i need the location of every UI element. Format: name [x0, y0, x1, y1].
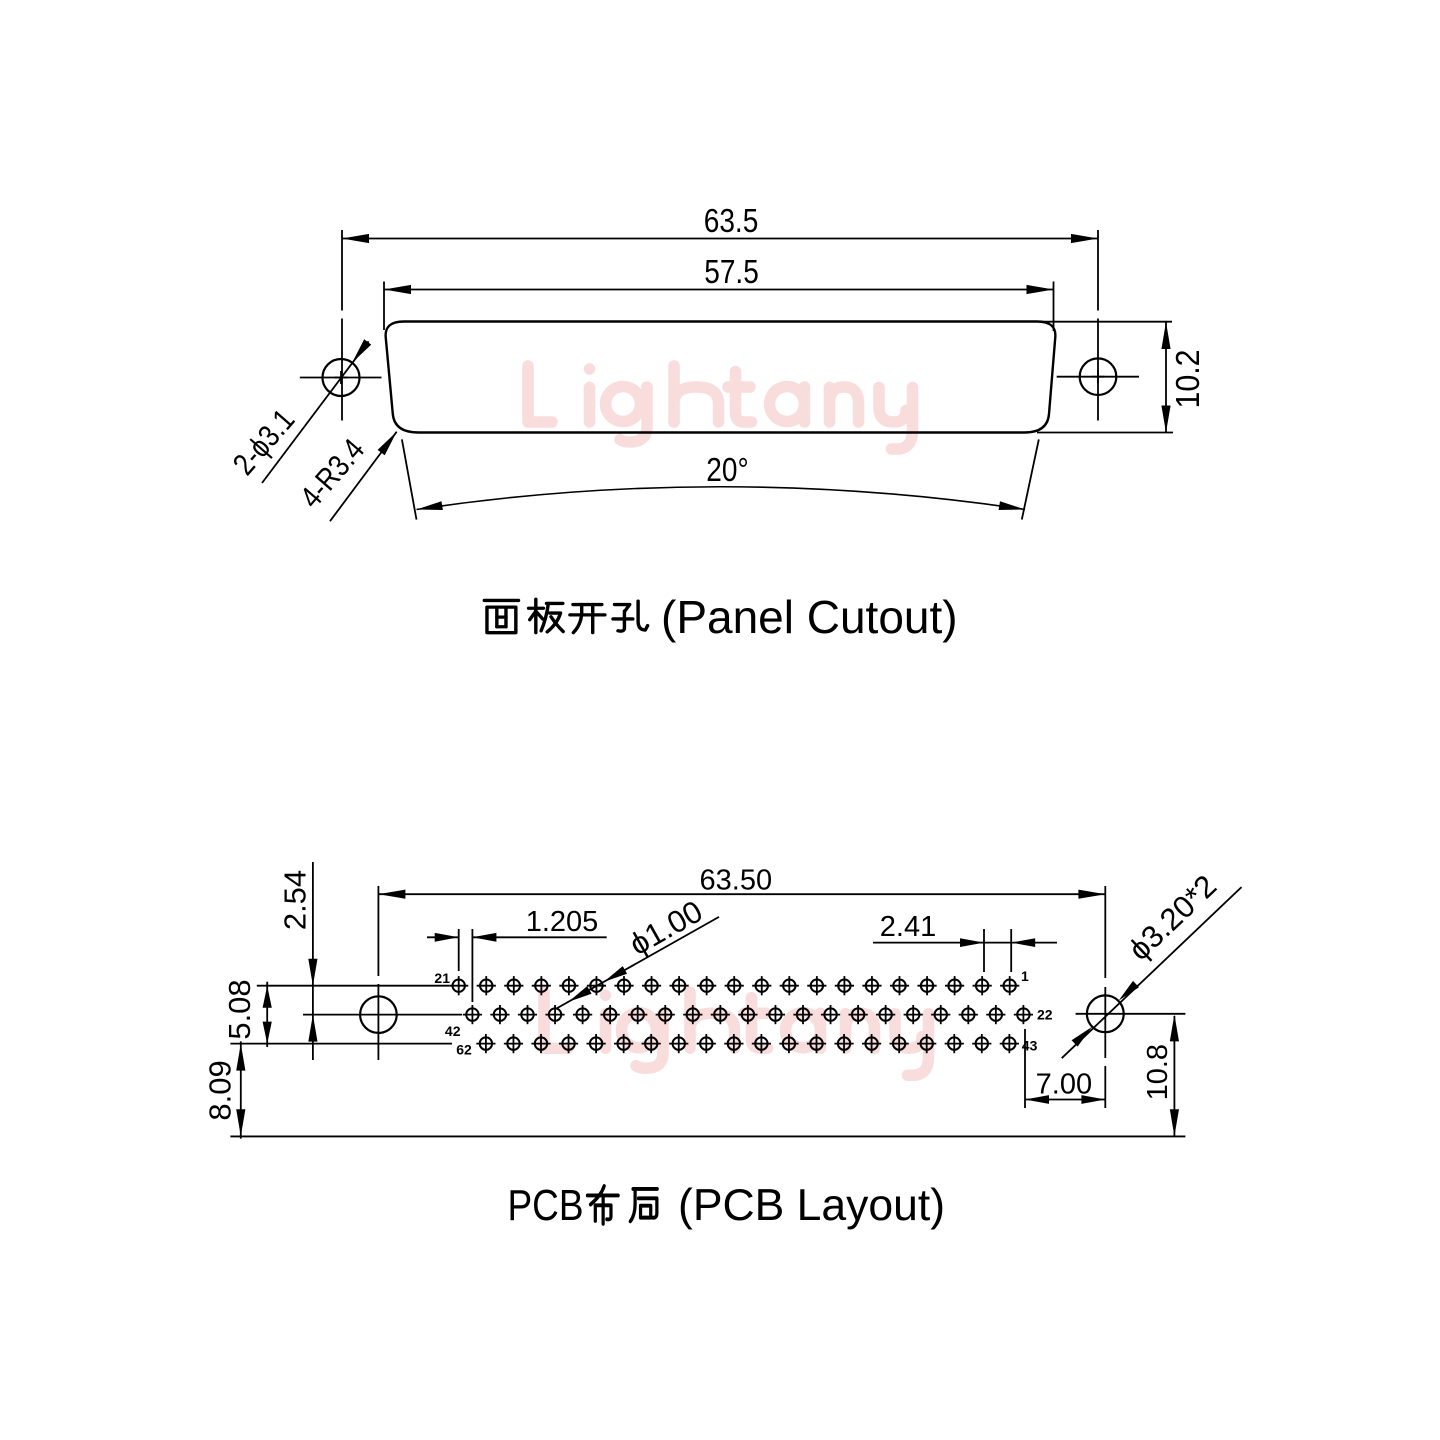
svg-text:2.41: 2.41 — [880, 911, 936, 943]
svg-text:(Panel Cutout): (Panel Cutout) — [661, 591, 958, 643]
svg-text:8.09: 8.09 — [202, 1060, 237, 1120]
svg-text:5.08: 5.08 — [222, 979, 257, 1039]
svg-text:63.50: 63.50 — [700, 865, 773, 897]
svg-text:1.205: 1.205 — [526, 906, 599, 938]
svg-text:63.5: 63.5 — [704, 203, 759, 240]
svg-text:20°: 20° — [706, 452, 748, 489]
svg-text:1: 1 — [1021, 968, 1029, 984]
svg-text:42: 42 — [445, 1023, 461, 1039]
svg-text:62: 62 — [456, 1042, 472, 1058]
svg-text:2.54: 2.54 — [278, 870, 313, 930]
svg-text:10.8: 10.8 — [1142, 1044, 1174, 1100]
svg-text:21: 21 — [434, 970, 450, 986]
svg-text:22: 22 — [1037, 1007, 1053, 1023]
svg-text:7.00: 7.00 — [1036, 1069, 1092, 1101]
svg-text:PCB: PCB — [508, 1180, 584, 1230]
svg-text:10.2: 10.2 — [1169, 349, 1206, 408]
svg-text:43: 43 — [1022, 1037, 1038, 1053]
svg-text:(PCB Layout): (PCB Layout) — [678, 1181, 945, 1230]
svg-text:57.5: 57.5 — [704, 254, 759, 291]
